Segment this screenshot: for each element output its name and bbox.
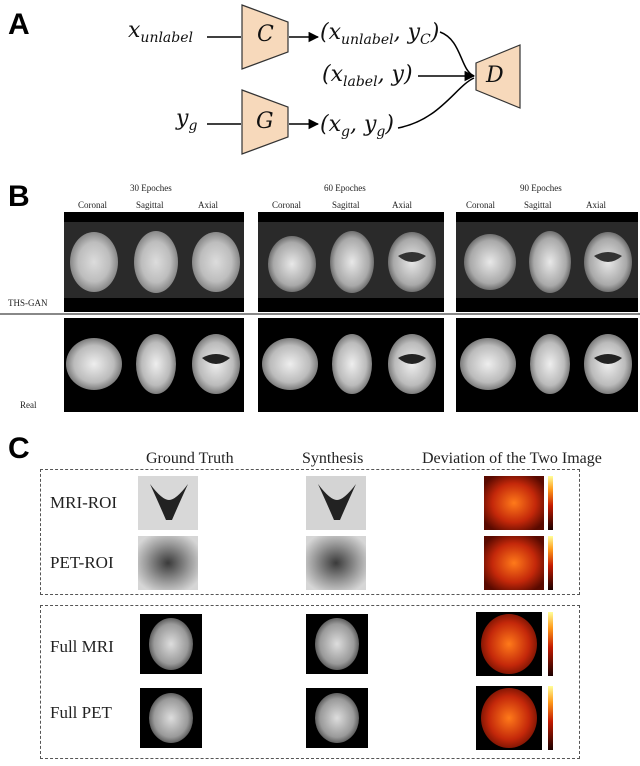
panel-b-label: B <box>8 180 30 213</box>
gan90-coronal <box>464 234 516 290</box>
view-coronal-3: Coronal <box>466 200 495 210</box>
block-g <box>241 89 289 155</box>
mri-roi-deviation <box>484 476 553 530</box>
panel-c-images <box>138 476 553 750</box>
real3-coronal <box>460 338 516 390</box>
real1-coronal <box>66 338 122 390</box>
view-sagittal-1: Sagittal <box>136 200 164 210</box>
real-strips <box>64 318 638 412</box>
epoch-label-60: 60 Epoches <box>324 183 366 193</box>
gan60-sagittal <box>330 231 374 293</box>
full-box <box>40 605 580 759</box>
view-axial-1: Axial <box>198 200 218 210</box>
gan30-axial <box>192 232 240 292</box>
out-c-text: (xunlabel, yC) <box>320 20 440 48</box>
row-label-ths-gan: THS-GAN <box>8 298 48 308</box>
row-full-pet: Full PET <box>50 703 112 722</box>
label-pair-text: (xlabel, y) <box>322 62 413 90</box>
view-sagittal-3: Sagittal <box>524 200 552 210</box>
panel-a-label: A <box>8 8 30 41</box>
full-mri-deviation <box>476 612 553 676</box>
gan-group-60 <box>258 212 444 312</box>
pet-roi-synthesis <box>306 536 366 590</box>
view-sagittal-2: Sagittal <box>332 200 360 210</box>
real3-sagittal <box>530 334 570 394</box>
gan60-coronal <box>268 236 316 292</box>
gan-group-30 <box>64 212 244 312</box>
full-pet-synthesis <box>306 688 368 748</box>
gan30-coronal <box>70 232 118 292</box>
pet-roi-ground-truth <box>138 536 198 590</box>
gan-strips <box>64 212 638 312</box>
real-group-2 <box>258 318 444 412</box>
row-full-mri: Full MRI <box>50 637 114 656</box>
epoch-label-90: 90 Epoches <box>520 183 562 193</box>
mri-roi-ground-truth <box>138 476 198 530</box>
view-axial-3: Axial <box>586 200 606 210</box>
block-d-label: D <box>486 63 504 88</box>
x-unlabel-text: xunlabel <box>128 18 194 46</box>
view-coronal-1: Coronal <box>78 200 107 210</box>
gan90-sagittal <box>529 231 571 293</box>
header-synthesis: Synthesis <box>302 450 364 467</box>
mri-roi-synthesis <box>306 476 366 530</box>
real2-coronal <box>262 338 318 390</box>
y-g-text: yg <box>176 106 198 134</box>
pet-roi-deviation <box>484 536 553 590</box>
real-group-1 <box>64 318 244 412</box>
view-coronal-2: Coronal <box>272 200 301 210</box>
out-g-text: (xg, yg) <box>320 112 394 140</box>
block-g-label: G <box>256 109 274 134</box>
panel-c-label: C <box>8 432 30 465</box>
block-c <box>241 4 289 70</box>
row-label-real: Real <box>20 400 37 410</box>
row-mri-roi: MRI-ROI <box>50 493 118 512</box>
real2-sagittal <box>332 334 372 394</box>
roi-box <box>40 469 580 595</box>
epoch-label-30: 30 Epoches <box>130 183 172 193</box>
block-d <box>475 44 521 109</box>
header-ground-truth: Ground Truth <box>146 450 234 467</box>
full-pet-ground-truth <box>140 688 202 748</box>
row-pet-roi: PET-ROI <box>50 553 114 572</box>
diagram-a <box>207 4 521 155</box>
curve-bot <box>397 77 475 129</box>
gan-group-90 <box>456 212 638 312</box>
row-divider <box>0 313 640 315</box>
block-c-label: C <box>257 22 274 47</box>
header-deviation: Deviation of the Two Image <box>422 450 602 467</box>
curve-top <box>439 31 475 77</box>
full-mri-synthesis <box>306 614 368 674</box>
real-group-3 <box>456 318 638 412</box>
view-axial-2: Axial <box>392 200 412 210</box>
real1-sagittal <box>136 334 176 394</box>
full-mri-ground-truth <box>140 614 202 674</box>
gan30-sagittal <box>134 231 178 293</box>
full-pet-deviation <box>476 686 553 750</box>
